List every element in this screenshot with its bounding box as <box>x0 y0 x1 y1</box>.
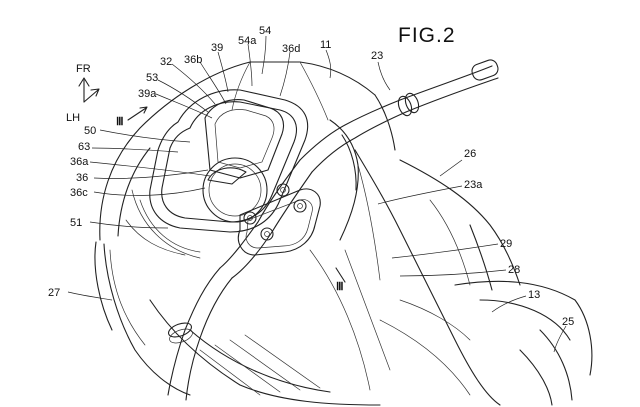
label-25: 25 <box>562 316 574 328</box>
reference-labels: 11 23 26 23a 29 28 13 25 27 51 36c 36 36… <box>48 25 574 328</box>
forward-arrow-icon <box>78 77 90 103</box>
section-arrow-top-icon <box>127 106 148 121</box>
label-50: 50 <box>84 125 96 137</box>
label-27: 27 <box>48 287 60 299</box>
label-23a: 23a <box>464 179 483 191</box>
section-mark-top: Ⅲ <box>116 116 124 128</box>
label-53: 53 <box>146 72 158 84</box>
direction-label-fr: FR <box>76 63 91 75</box>
label-36b: 36b <box>184 54 202 66</box>
label-51: 51 <box>70 217 82 229</box>
label-39a: 39a <box>138 88 157 100</box>
label-36d: 36d <box>282 43 300 55</box>
label-39: 39 <box>211 42 223 54</box>
direction-label-lh: LH <box>66 112 80 124</box>
figure-title: FIG.2 <box>398 24 456 47</box>
label-29: 29 <box>500 238 512 250</box>
label-13: 13 <box>528 289 540 301</box>
label-36a: 36a <box>70 156 89 168</box>
label-26: 26 <box>464 148 476 160</box>
section-arrow-bottom-icon <box>335 267 346 283</box>
vehicle-body <box>94 61 593 406</box>
label-28: 28 <box>508 264 520 276</box>
label-23: 23 <box>371 50 383 62</box>
label-54: 54 <box>259 25 271 37</box>
section-mark-bottom: Ⅲ <box>336 281 344 293</box>
label-11: 11 <box>320 39 331 51</box>
left-arrow-icon <box>83 88 100 103</box>
label-36: 36 <box>76 172 88 184</box>
handlebar-assembly <box>167 59 499 401</box>
label-54a: 54a <box>238 35 257 47</box>
label-63: 63 <box>78 141 90 153</box>
label-36c: 36c <box>70 187 88 199</box>
leader-lines <box>67 35 567 353</box>
direction-indicator: FR LH <box>66 63 100 124</box>
meter-unit <box>125 89 309 259</box>
label-32: 32 <box>160 56 172 68</box>
